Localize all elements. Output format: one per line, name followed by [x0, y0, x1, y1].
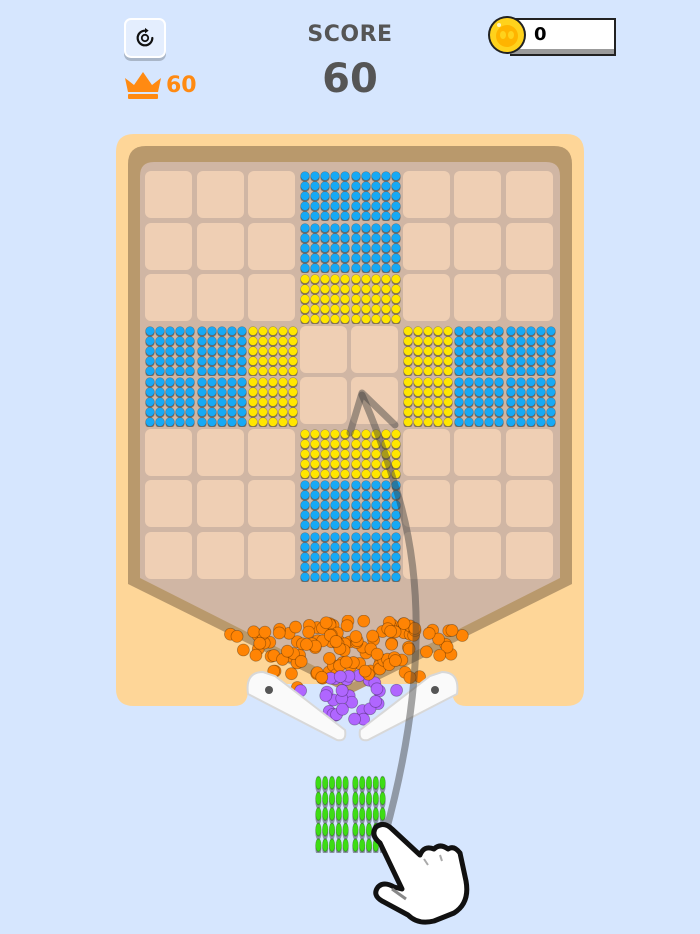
filled-cell-blue	[196, 325, 247, 377]
empty-cell[interactable]	[402, 480, 450, 527]
empty-cell[interactable]	[196, 428, 244, 476]
filled-cell-blue	[454, 325, 504, 377]
filled-cell-yellow	[351, 274, 401, 326]
empty-cell[interactable]	[454, 480, 501, 527]
score-value: 60	[322, 56, 378, 102]
crown-icon	[125, 72, 161, 99]
empty-cell[interactable]	[505, 274, 553, 321]
empty-cell[interactable]	[454, 428, 501, 476]
filled-cell-yellow	[248, 325, 298, 377]
empty-cell[interactable]	[505, 428, 553, 476]
coin-counter	[510, 18, 616, 56]
empty-cell[interactable]	[454, 274, 501, 321]
board-grid[interactable]	[145, 171, 557, 583]
filled-cell-blue	[145, 377, 195, 429]
empty-cell[interactable]	[402, 171, 450, 218]
empty-cell[interactable]	[196, 274, 244, 321]
restart-icon	[136, 27, 154, 47]
filled-cell-blue	[145, 325, 195, 377]
empty-cell[interactable]	[196, 531, 244, 579]
empty-cell[interactable]	[248, 531, 295, 579]
filled-cell-blue	[299, 531, 350, 583]
empty-cell[interactable]	[454, 222, 501, 270]
empty-cell[interactable]	[505, 171, 553, 218]
filled-cell-blue	[454, 377, 504, 429]
empty-cell[interactable]	[505, 531, 553, 579]
best-score: 60	[124, 70, 197, 100]
filled-cell-blue	[351, 222, 401, 274]
score-label: SCORE	[307, 22, 393, 47]
empty-cell[interactable]	[402, 222, 450, 270]
empty-cell[interactable]	[299, 325, 347, 373]
empty-cell[interactable]	[145, 274, 192, 321]
filled-cell-yellow	[299, 428, 350, 480]
empty-cell[interactable]	[505, 222, 553, 270]
empty-cell[interactable]	[454, 531, 501, 579]
empty-cell[interactable]	[248, 222, 295, 270]
empty-cell[interactable]	[351, 325, 398, 373]
empty-cell[interactable]	[248, 428, 295, 476]
empty-cell[interactable]	[454, 171, 501, 218]
empty-cell[interactable]	[145, 480, 192, 527]
coin-icon	[487, 15, 527, 55]
right-flipper[interactable]	[355, 668, 460, 743]
empty-cell[interactable]	[248, 171, 295, 218]
filled-cell-yellow	[402, 377, 453, 429]
ball-funnel	[224, 615, 469, 726]
best-score-value: 60	[166, 72, 197, 98]
filled-cell-blue	[351, 480, 401, 532]
coin-value: 0	[534, 24, 547, 45]
filled-cell-yellow	[351, 428, 401, 480]
filled-cell-blue	[505, 377, 556, 429]
filled-cell-blue	[351, 531, 401, 583]
empty-cell[interactable]	[145, 428, 192, 476]
restart-button[interactable]	[124, 18, 166, 58]
empty-cell[interactable]	[402, 531, 450, 579]
filled-cell-blue	[196, 377, 247, 429]
filled-cell-blue	[299, 171, 350, 223]
drag-hint-arrow	[346, 389, 420, 839]
empty-cell[interactable]	[248, 480, 295, 527]
left-flipper[interactable]	[245, 668, 350, 743]
empty-cell[interactable]	[145, 171, 192, 218]
empty-cell[interactable]	[196, 171, 244, 218]
empty-cell[interactable]	[145, 531, 192, 579]
empty-cell[interactable]	[248, 274, 295, 321]
empty-cell[interactable]	[402, 274, 450, 321]
filled-cell-blue	[299, 222, 350, 274]
filled-cell-blue	[351, 171, 401, 223]
filled-cell-blue	[505, 325, 556, 377]
empty-cell[interactable]	[505, 480, 553, 527]
empty-cell[interactable]	[299, 377, 347, 424]
empty-cell[interactable]	[351, 377, 398, 424]
hand-pointer-icon	[371, 821, 470, 925]
empty-cell[interactable]	[402, 428, 450, 476]
filled-cell-yellow	[248, 377, 298, 429]
filled-cell-yellow	[299, 274, 350, 326]
filled-cell-blue	[299, 480, 350, 532]
empty-cell[interactable]	[196, 480, 244, 527]
filled-cell-yellow	[402, 325, 453, 377]
empty-cell[interactable]	[145, 222, 192, 270]
empty-cell[interactable]	[196, 222, 244, 270]
